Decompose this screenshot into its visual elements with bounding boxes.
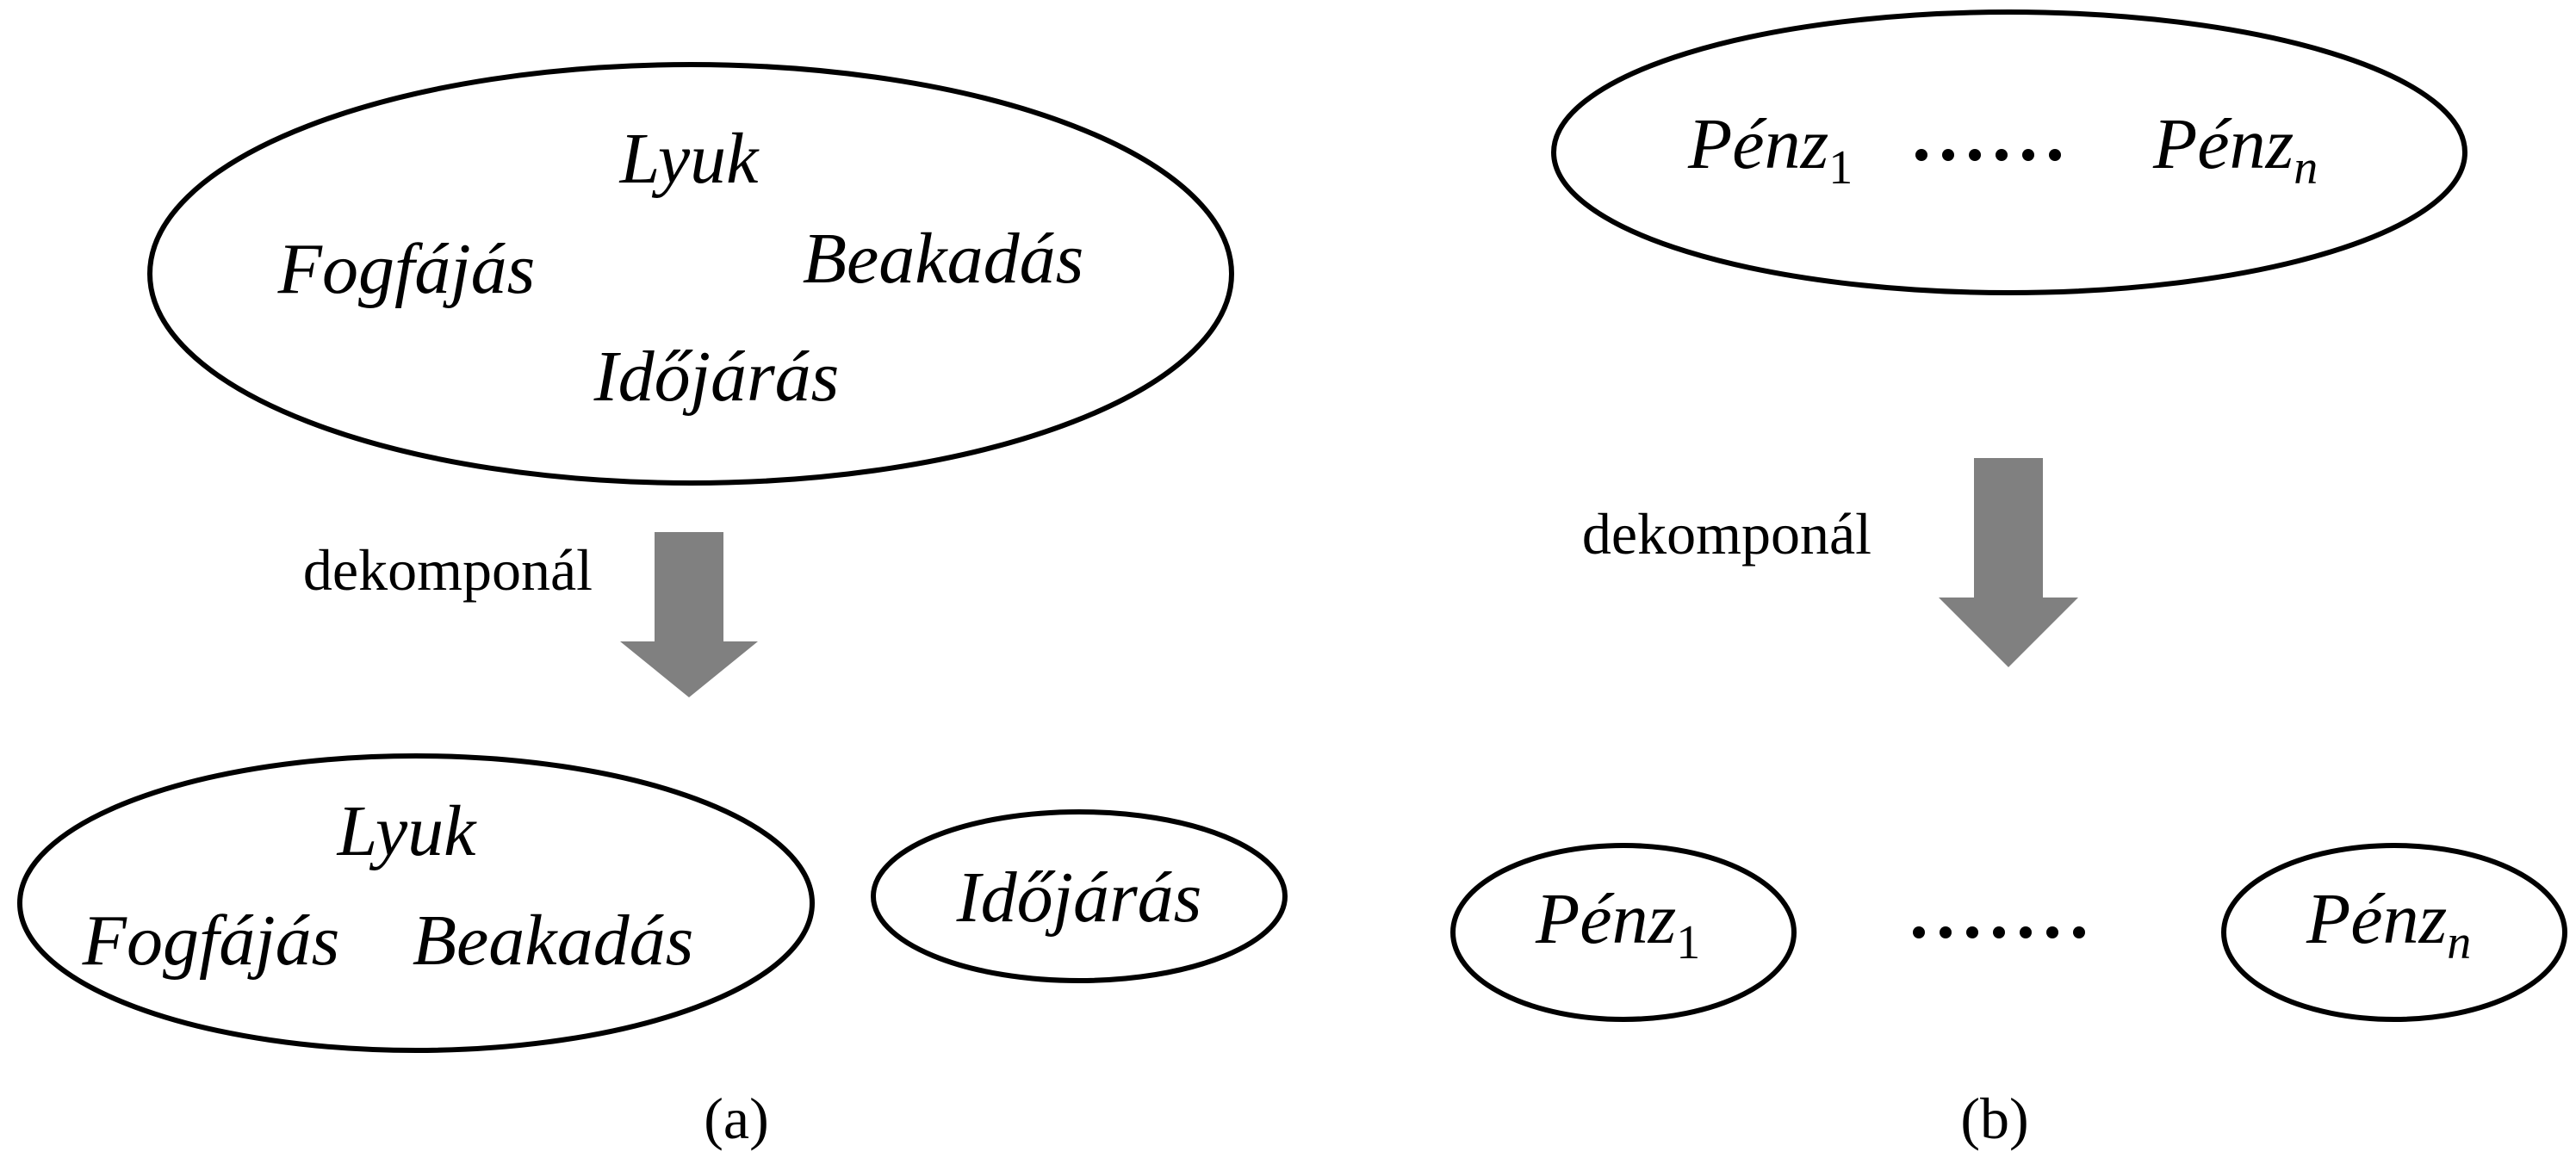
panel-a-bottom-var-beakadas: Beakadás xyxy=(413,901,694,981)
panel-a-bottom-left-ellipse xyxy=(17,753,815,1053)
panel-a-top-var-fogfajas: Fogfájás xyxy=(277,229,536,309)
panel-b: Pénz1 Pénzn dekomponál Pénz1 Pénzn xyxy=(1450,9,2567,1151)
panel-b-top-var-penz-1: Pénz1 xyxy=(1687,104,1853,195)
panel-a-top-var-idojaras: Időjárás xyxy=(593,337,840,417)
panel-b-bottom-last-ellipse xyxy=(2221,843,2567,1022)
panel-a-arrow-label: dekomponál xyxy=(303,537,593,603)
panel-b-bottom-var-penz-1: Pénz1 xyxy=(1535,879,1700,969)
ellipsis-dot xyxy=(1969,149,1981,161)
panel-b-arrow-label: dekomponál xyxy=(1582,501,1871,567)
panel-b-top-var-penz-n: Pénzn xyxy=(2152,104,2318,195)
ellipsis-dot xyxy=(1940,926,1952,938)
panel-a-top-ellipse xyxy=(147,62,1234,486)
ellipsis-dot xyxy=(1915,149,1927,161)
panel-a: Lyuk Fogfájás Beakadás Időjárás dekompon… xyxy=(17,62,1288,1151)
panel-a-top-var-beakadas: Beakadás xyxy=(803,219,1084,299)
ellipsis-dot xyxy=(2020,926,2032,938)
ellipsis-dot xyxy=(2073,926,2085,938)
panel-b-top-ellipse xyxy=(1551,9,2467,295)
panel-b-top-ellipsis xyxy=(1915,149,2061,161)
ellipsis-dot xyxy=(1996,149,2008,161)
panel-b-bottom-first-ellipse xyxy=(1450,843,1797,1022)
ellipsis-dot xyxy=(2022,149,2034,161)
panel-b-caption: (b) xyxy=(1960,1086,2028,1151)
panel-b-decompose-arrow xyxy=(1939,458,2078,667)
ellipsis-dot xyxy=(2046,926,2058,938)
panel-a-bottom-right-ellipse xyxy=(871,809,1288,983)
ellipsis-dot xyxy=(1993,926,2005,938)
ellipsis-dot xyxy=(2049,149,2061,161)
panel-b-bottom-var-penz-n: Pénzn xyxy=(2306,879,2471,969)
panel-a-bottom-var-fogfajas: Fogfájás xyxy=(82,901,340,981)
panel-a-bottom-var-idojaras: Időjárás xyxy=(956,858,1202,938)
ellipsis-dot xyxy=(1942,149,1954,161)
ellipsis-dot xyxy=(1913,926,1925,938)
panel-b-bottom-ellipsis xyxy=(1913,926,2085,938)
panel-a-bottom-var-lyuk: Lyuk xyxy=(337,791,477,871)
panel-a-caption: (a) xyxy=(704,1086,768,1151)
ellipsis-dot xyxy=(1966,926,1978,938)
panel-a-decompose-arrow xyxy=(620,532,758,697)
panel-a-top-var-lyuk: Lyuk xyxy=(619,119,760,199)
